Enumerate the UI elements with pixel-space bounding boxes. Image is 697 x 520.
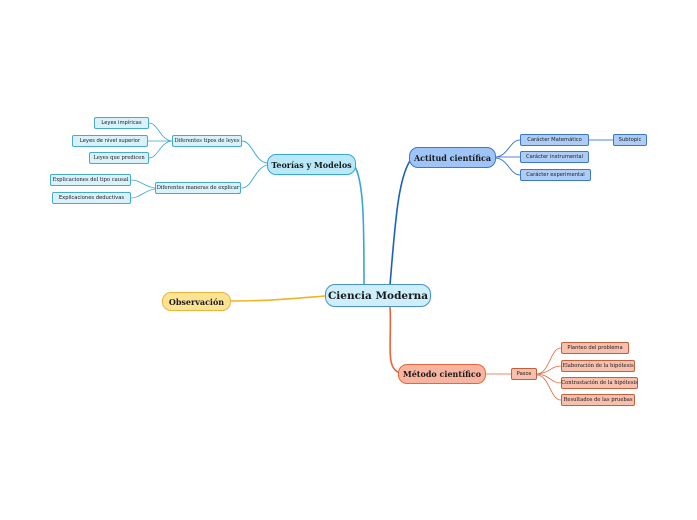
- link-central-teorias: [353, 164, 365, 286]
- leaf-explicaciones-tipo-causal[interactable]: Explicaciones del tipo causal: [50, 174, 131, 186]
- leaf-caracter-instrumental[interactable]: Carácter instrumental: [520, 151, 589, 163]
- link-pasos-1: [536, 347, 562, 375]
- leaf-contrastacion-hipotesis[interactable]: Contrastación de la hipótesis: [561, 377, 638, 389]
- link-teorias-maneras: [241, 164, 268, 189]
- link-maneras-1: [130, 179, 156, 189]
- subtopic-diferentes-maneras-de-explicar[interactable]: Diferentes maneras de explicar: [155, 182, 241, 194]
- leaf-leyes-nivel-superior[interactable]: Leyes de nivel superior: [72, 135, 148, 147]
- leaf-resultados-pruebas[interactable]: Resultados de las pruebas: [561, 394, 635, 406]
- leaf-leyes-impiricas[interactable]: Leyes impíricas: [94, 117, 149, 129]
- topic-actitud-cientifica[interactable]: Actitud científica: [409, 147, 496, 168]
- leaf-elaboracion-hipotesis[interactable]: Elaboración de la hipótesis: [561, 360, 635, 372]
- leaf-planteo-del-problema[interactable]: Planteo del problema: [561, 342, 629, 354]
- link-tipos-1: [148, 122, 173, 142]
- link-tipos-3: [148, 140, 173, 159]
- leaf-leyes-que-predicen[interactable]: Leyes que predicen: [89, 152, 149, 164]
- topic-teorias-y-modelos[interactable]: Teorías y Modelos: [267, 154, 356, 175]
- link-actitud-3: [495, 157, 521, 176]
- subtopic-diferentes-tipos-de-leyes[interactable]: Diferentes tipos de leyes: [172, 135, 242, 147]
- link-central-metodo: [389, 305, 401, 374]
- leaf-caracter-matematico[interactable]: Carácter Matemático: [520, 134, 589, 146]
- leaf-caracter-experimental[interactable]: Carácter experimental: [520, 169, 591, 181]
- link-teorias-tipos: [241, 140, 268, 164]
- link-central-observacion: [230, 295, 326, 302]
- subtopic-pasos[interactable]: Pasos: [511, 368, 537, 380]
- link-central-actitud: [389, 157, 413, 286]
- leaf-explicaciones-deductivas[interactable]: Explicaciones deductivas: [52, 192, 131, 204]
- link-actitud-1: [495, 139, 521, 158]
- leaf-subtopic[interactable]: Subtopic: [613, 134, 647, 146]
- link-maneras-2: [130, 188, 156, 199]
- central-topic[interactable]: Ciencia Moderna: [325, 284, 431, 307]
- topic-metodo-cientifico[interactable]: Método científico: [398, 364, 486, 384]
- topic-observacion[interactable]: Observación: [162, 292, 231, 311]
- link-pasos-3: [536, 373, 562, 384]
- link-pasos-2: [536, 365, 562, 375]
- link-pasos-4: [536, 374, 562, 401]
